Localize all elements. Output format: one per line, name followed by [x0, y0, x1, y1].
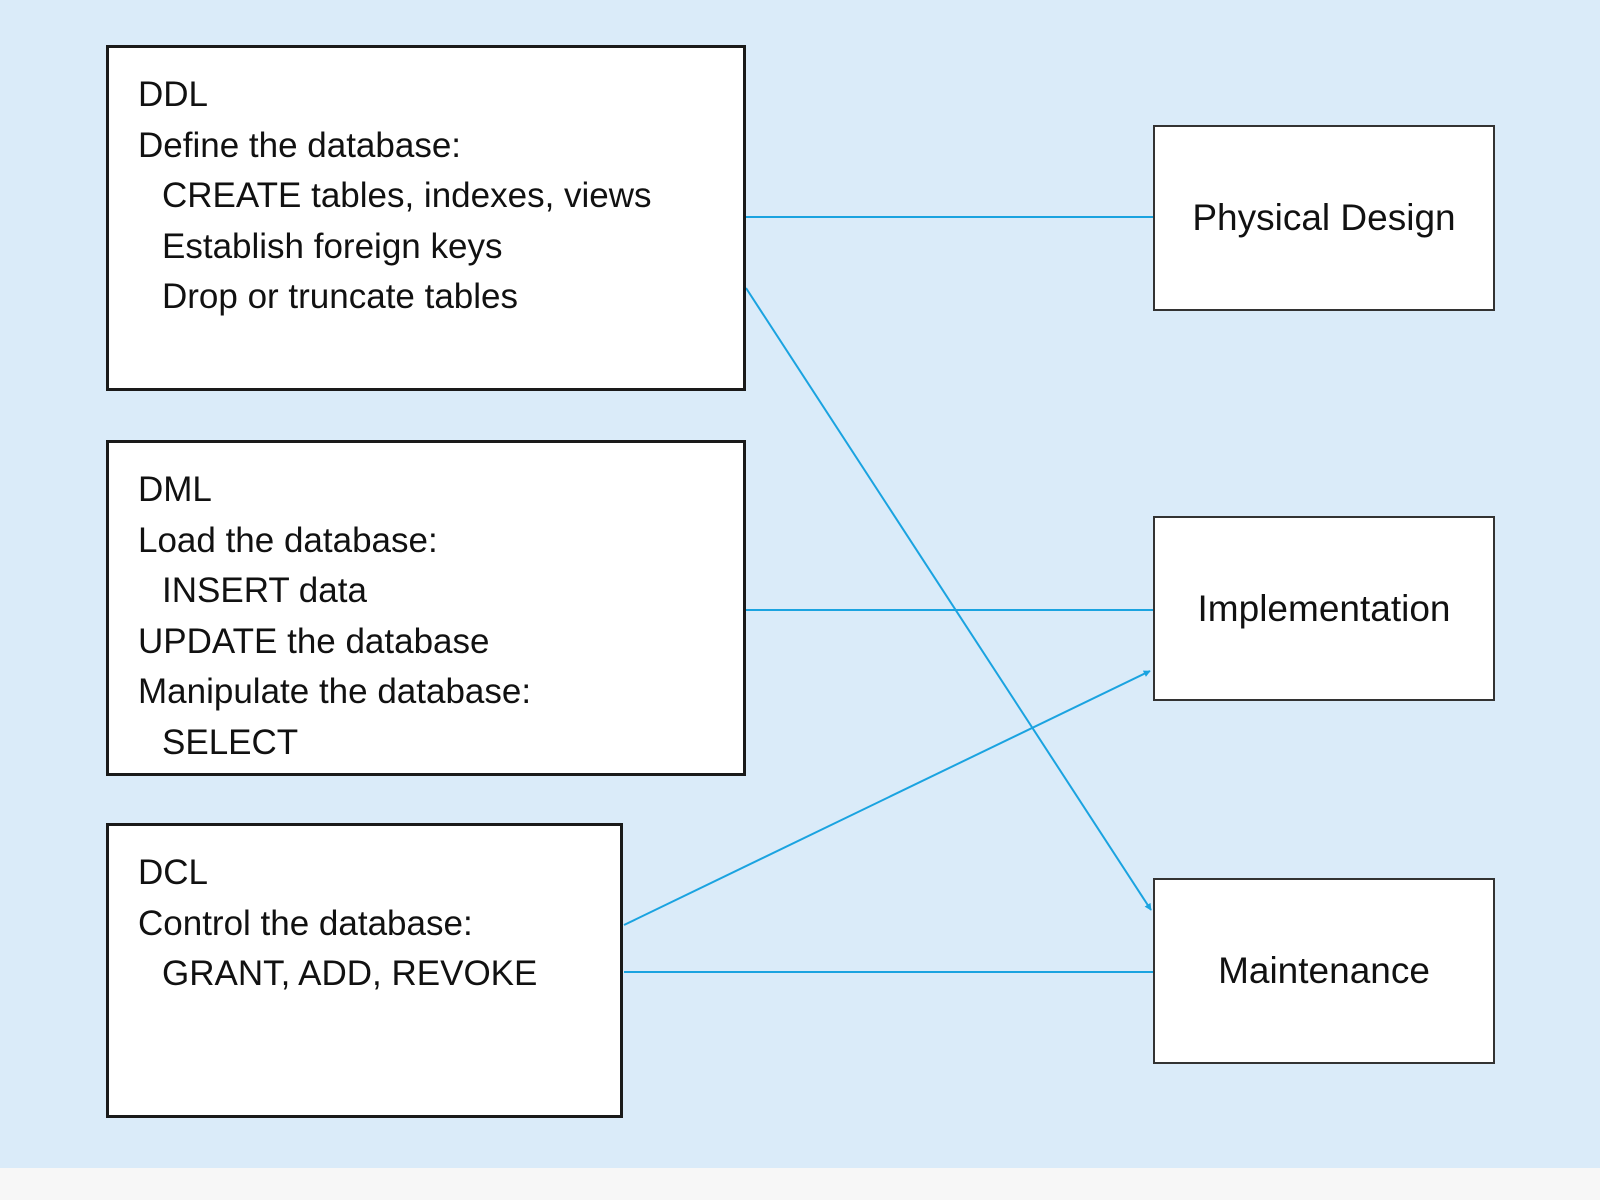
implementation-box: Implementation	[1153, 516, 1495, 701]
ddl-heading: DDL	[138, 75, 209, 114]
dml-line: SELECT	[162, 722, 299, 762]
dml-line: UPDATE the database	[138, 621, 490, 661]
ddl-line: Define the database:	[138, 125, 462, 165]
maintenance-label: Maintenance	[1218, 950, 1430, 991]
dcl-heading: DCL	[138, 853, 209, 892]
connector-layer	[623, 213, 1174, 976]
physical-design-box: Physical Design	[1153, 125, 1495, 311]
dml-line: Manipulate the database:	[138, 672, 532, 711]
ddl-line: Establish foreign keys	[162, 226, 503, 266]
dml-box: DML Load the database: INSERT data UPDAT…	[106, 440, 746, 776]
arrow-dcl-to-implementation	[623, 670, 1151, 926]
dml-line: INSERT data	[162, 571, 367, 610]
diagram-canvas: DDL Define the database: CREATE tables, …	[0, 0, 1600, 1168]
physical-design-label: Physical Design	[1192, 197, 1456, 238]
ddl-line: CREATE tables, indexes, views	[162, 176, 652, 215]
dml-line: Load the database:	[138, 520, 438, 560]
implementation-label: Implementation	[1197, 587, 1451, 629]
dml-heading: DML	[138, 470, 212, 509]
arrow-ddl-to-maintenance	[745, 287, 1152, 911]
dcl-line: Control the database:	[138, 903, 473, 943]
dcl-line: GRANT, ADD, REVOKE	[162, 954, 538, 993]
ddl-box: DDL Define the database: CREATE tables, …	[106, 45, 746, 391]
dcl-box: DCL Control the database: GRANT, ADD, RE…	[106, 823, 623, 1118]
ddl-line: Drop or truncate tables	[162, 277, 519, 316]
maintenance-box: Maintenance	[1153, 878, 1495, 1064]
